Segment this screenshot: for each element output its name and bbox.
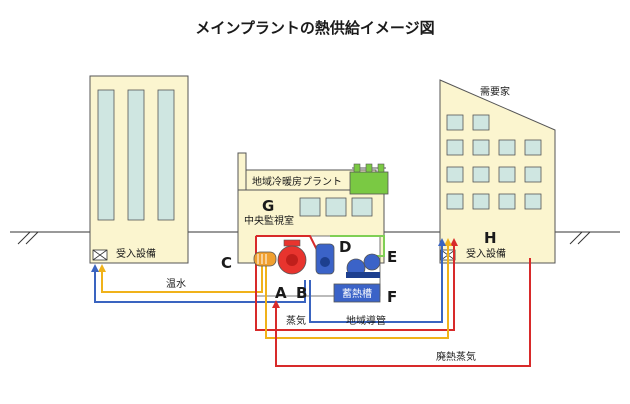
waste-steam-label: 廃熱蒸気	[436, 350, 476, 363]
district-plant-label: 地域冷暖房プラント	[252, 175, 342, 188]
rooftop-unit	[349, 171, 389, 195]
control-room-label: 中央監視室	[244, 214, 294, 227]
consumer-label: 需要家	[480, 85, 510, 98]
label-B: B	[296, 284, 307, 302]
label-G: G	[262, 197, 274, 215]
plant-chimney	[237, 152, 247, 194]
chilled-water-loop	[330, 235, 385, 257]
cooling-fan-icon	[352, 163, 386, 173]
plant-window	[351, 197, 373, 217]
boiler-icon	[277, 239, 307, 275]
steam-pipe	[255, 236, 458, 331]
label-F: F	[387, 288, 397, 306]
label-H: H	[484, 229, 497, 247]
label-C: C	[221, 254, 232, 272]
return-pipe-left	[91, 264, 306, 303]
heat-exchanger-icon	[253, 251, 277, 267]
label-E: E	[387, 248, 397, 266]
valve-icon	[92, 249, 108, 261]
chiller-icon	[346, 253, 381, 278]
consumer-building	[439, 79, 556, 264]
left-building-window	[127, 89, 145, 221]
waste-steam-pipe	[272, 258, 531, 367]
hot-water-label: 温水	[166, 278, 186, 290]
steam-label: 蒸気	[286, 314, 306, 327]
plant-window	[299, 197, 321, 217]
hot-water-pipe-right	[265, 238, 452, 339]
ground-hatch-right	[569, 231, 591, 245]
ground-hatch-left	[17, 231, 39, 245]
plant-window	[325, 197, 347, 217]
receiving-label-left: 受入設備	[116, 247, 156, 260]
hot-water-pipe-left	[98, 260, 263, 293]
label-D: D	[339, 238, 351, 256]
label-A: A	[275, 284, 287, 302]
steam-pipe-internal	[256, 235, 319, 253]
district-pipe-label: 地域導管	[346, 314, 386, 327]
page-title: メインプラントの熱供給イメージ図	[195, 19, 434, 37]
return-pipe-right	[309, 238, 446, 323]
receiving-label-right: 受入設備	[466, 247, 506, 260]
consumer-building-windows	[446, 114, 542, 210]
heat-storage-tank	[333, 283, 381, 303]
left-building-window	[97, 89, 115, 221]
left-building-window	[157, 89, 175, 221]
pump-icon	[315, 243, 335, 275]
heat-storage-label: 蓄熱槽	[342, 287, 372, 300]
